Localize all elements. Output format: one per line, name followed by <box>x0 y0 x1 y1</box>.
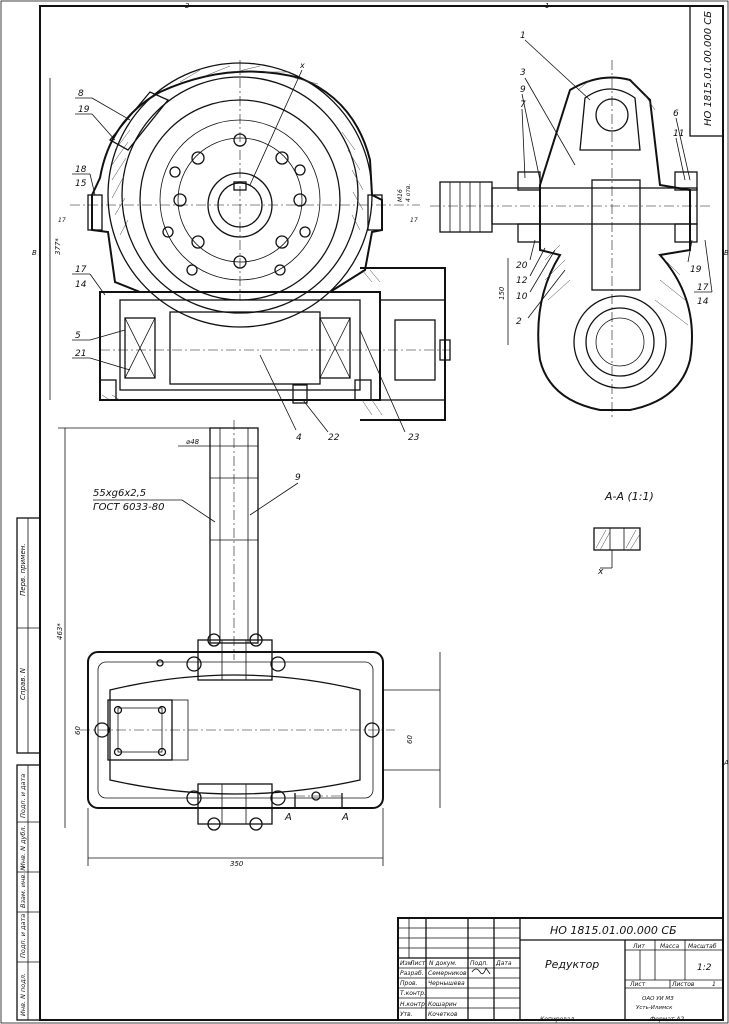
zone-mark-left-b: B <box>32 249 37 257</box>
zone-mark-right-b: B <box>724 249 729 257</box>
section-a-a: А-А (1:1) x <box>593 490 654 577</box>
tb-sheets-count: 1 <box>712 981 716 988</box>
sheet-frame <box>39 5 724 1021</box>
designation-stamp-rotated: НО 1815.01.00.000 СБ <box>689 5 724 137</box>
tb-header-masshtab: Масштаб <box>688 943 717 950</box>
side-label-inv-dubl: Инв. N дубл. <box>19 825 27 868</box>
front-view: 377* 17 17 M16 4 отв. x <box>49 60 451 421</box>
tb-title: Редуктор <box>545 958 599 971</box>
callout-7: 7 <box>520 100 526 110</box>
zone-mark-top-1: 1 <box>545 2 549 10</box>
tb-role-1: Пров. <box>400 980 418 987</box>
tb-org-line1: ОАО УИ МЗ <box>642 996 674 1002</box>
dim-m16: M16 <box>397 189 404 202</box>
format-label: Формат А2 <box>650 1016 684 1023</box>
tb-role-4: Н.контр. <box>400 1001 427 1008</box>
dim-150: 150 <box>498 286 506 300</box>
callout-17: 17 <box>75 265 87 275</box>
side-label-perv: Перв. примен. <box>19 543 27 596</box>
view-mark-x: x <box>299 61 305 70</box>
callout-17-right: 17 <box>697 283 709 293</box>
tb-header-list: Лист <box>409 960 426 967</box>
tb-sheet-word: Лист <box>629 981 646 988</box>
margin-stamp-bottom: Подп. и дата Инв. N дубл. Взам. инв. N П… <box>16 764 41 1021</box>
callout-12: 12 <box>516 276 528 286</box>
front-view-callouts: 8 19 18 15 17 14 5 21 4 22 23 <box>72 89 420 443</box>
designation-rotated: НО 1815.01.00.000 СБ <box>703 11 714 126</box>
tb-header-date: Дата <box>495 960 512 967</box>
title-block: Изм Лист N докум. Подп. Дата Разраб. Сем… <box>397 917 724 1021</box>
tb-name-1: Чернышева <box>428 980 465 987</box>
dim-17-left: 17 <box>58 217 66 224</box>
section-label: А-А (1:1) <box>604 490 654 503</box>
callout-22: 22 <box>328 433 340 443</box>
tb-header-lit: Лит <box>632 943 645 950</box>
cut-mark-a-left: А <box>284 812 292 823</box>
thread-note-line2: ГОСТ 6033-80 <box>93 502 165 513</box>
callout-3: 3 <box>520 68 526 78</box>
callout-14: 14 <box>75 280 87 290</box>
copied-label: Копировал <box>540 1016 574 1023</box>
side-view: 150 <box>430 60 710 420</box>
callout-5: 5 <box>75 331 81 341</box>
callout-19-right: 19 <box>690 265 702 275</box>
dim-60-right: 60 <box>406 735 414 744</box>
callout-1: 1 <box>520 31 526 41</box>
dim-60-left: 60 <box>74 726 82 735</box>
tb-sheets-word: Листов <box>671 981 695 988</box>
callout-9-top-view: 9 <box>295 473 301 483</box>
tb-role-5: Утв. <box>400 1011 413 1018</box>
callout-14-right: 14 <box>697 297 709 307</box>
margin-stamp-top: Перв. примен. Справ. N <box>16 517 41 754</box>
tb-header-izm: Изм <box>400 960 413 967</box>
tb-org-line2: Усть-Илимск <box>636 1005 673 1011</box>
dim-350: 350 <box>230 860 244 868</box>
side-view-callouts: 1 3 9 7 6 11 20 12 10 2 19 17 14 <box>516 31 713 327</box>
side-label-inv-podl: Инв. N подл. <box>19 973 27 1016</box>
callout-19: 19 <box>78 105 90 115</box>
callout-18: 18 <box>75 165 87 175</box>
dim-m16-count: 4 отв. <box>405 184 412 202</box>
callout-23: 23 <box>408 433 420 443</box>
tb-name-4: Кошарин <box>428 1001 457 1008</box>
dim-377: 377* <box>54 238 62 255</box>
dim-d48: ⌀48 <box>186 438 200 446</box>
tb-header-sign: Подп. <box>470 960 488 967</box>
tb-designation: НО 1815.01.00.000 СБ <box>550 924 677 937</box>
callout-2: 2 <box>516 317 522 327</box>
callout-8: 8 <box>78 89 84 99</box>
callout-11: 11 <box>673 129 684 139</box>
dim-463: 463* <box>56 623 64 640</box>
side-label-podp-2: Подп. и дата <box>19 914 27 958</box>
tb-header-massa: Масса <box>660 943 679 950</box>
side-label-vzam: Взам. инв. N <box>19 866 27 908</box>
callout-20: 20 <box>516 261 528 271</box>
top-view: 463* ⌀48 <box>56 420 441 868</box>
section-mark-x: x <box>597 567 604 577</box>
zone-mark-right-a: A <box>723 759 729 767</box>
side-label-podp-1: Подп. и дата <box>19 774 27 818</box>
zone-mark-top-2: 2 <box>185 2 190 10</box>
cut-mark-a-right: А <box>341 812 349 823</box>
tb-role-2: Т.контр. <box>400 990 426 997</box>
callout-21: 21 <box>75 349 86 359</box>
dim-17-right: 17 <box>410 217 418 224</box>
signature-mark <box>471 967 491 975</box>
callout-9: 9 <box>520 85 526 95</box>
tb-role-0: Разраб. <box>400 970 424 977</box>
tb-header-doc: N докум. <box>429 960 457 967</box>
callout-15: 15 <box>75 179 87 189</box>
callout-6: 6 <box>673 109 679 119</box>
tb-scale: 1:2 <box>697 963 712 973</box>
callout-10: 10 <box>516 292 528 302</box>
tb-name-5: Кочетков <box>428 1011 458 1018</box>
side-label-sprav: Справ. N <box>19 667 27 700</box>
callout-4: 4 <box>296 433 302 443</box>
thread-note-line1: 55xg6x2,5 <box>93 488 146 499</box>
tb-name-0: Семерников <box>428 970 467 977</box>
